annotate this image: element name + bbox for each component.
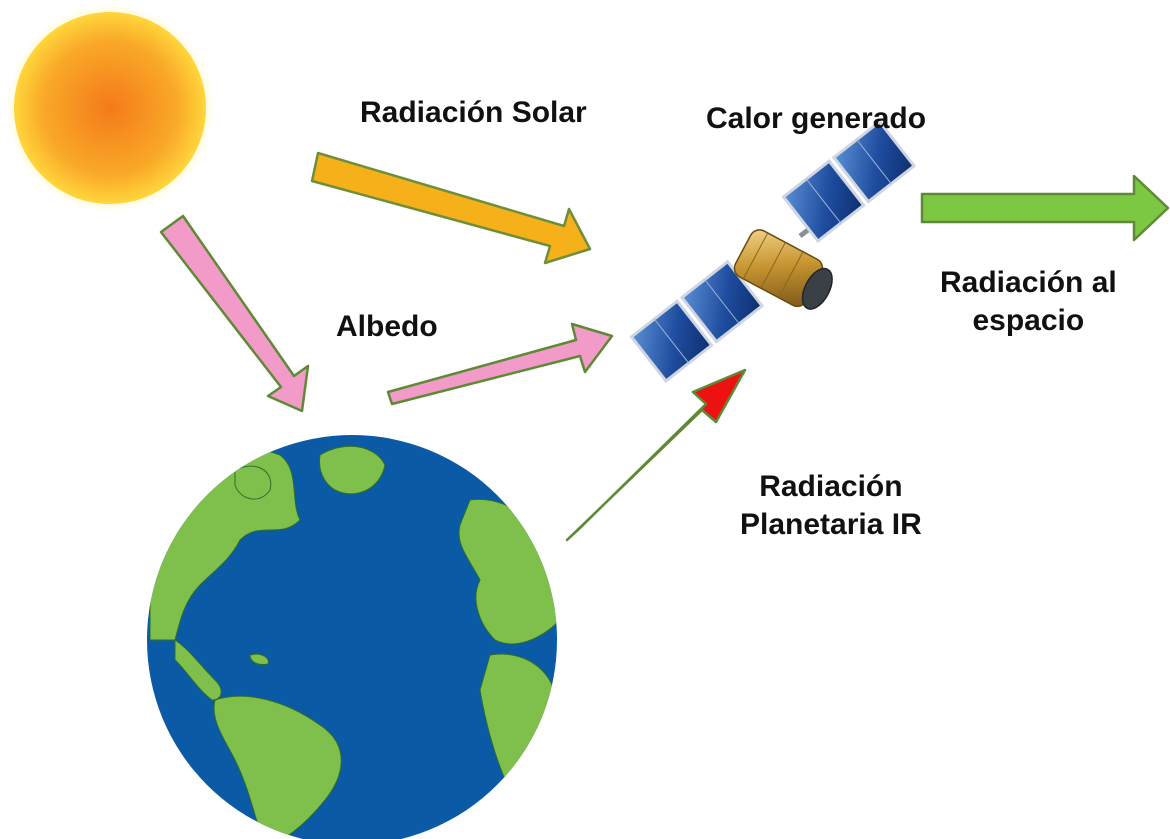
planetary-ir-label-line2: Planetaria IR [740,508,922,541]
solar-radiation-label: Radiación Solar [360,96,587,129]
planetary-ir-label: Radiación Planetaria IR [740,468,922,544]
radiation-to-space-label: Radiación al espacio [940,264,1117,340]
albedo-arrow [386,322,614,406]
radiation-to-space-arrow [920,174,1170,242]
sun-to-earth-arrow [159,214,310,413]
albedo-label: Albedo [336,310,438,343]
radiation-to-space-label-line1: Radiación al [940,266,1117,299]
sun-icon [6,4,214,212]
planetary-ir-arrow [565,368,747,542]
planetary-ir-label-line1: Radiación [759,470,903,503]
satellite-icon [629,119,917,384]
earth-globe-icon [147,435,557,839]
generated-heat-label: Calor generado [706,102,927,135]
radiation-to-space-label-line2: espacio [972,304,1085,337]
solar-radiation-arrow [310,151,592,265]
